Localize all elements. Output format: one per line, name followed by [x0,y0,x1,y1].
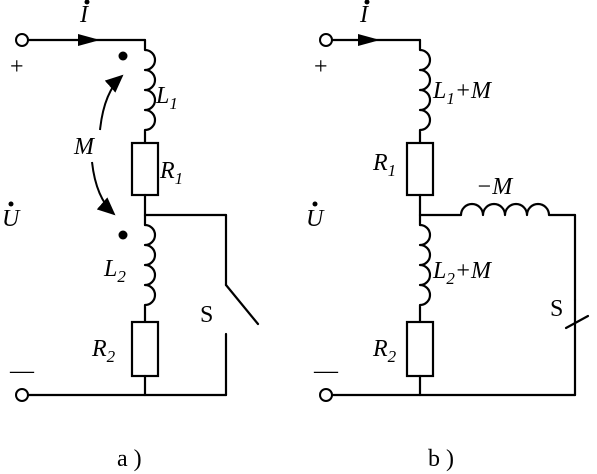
inductor-minus-m-b [418,202,577,217]
inductor-l2-label-a: L2 [103,256,126,286]
current-label-a: I [79,2,89,28]
current-phasor-dot-b [364,0,370,5]
inductor-l1m-b [418,38,432,145]
resistor-r2-b [405,320,435,378]
dot-l2-a [118,230,128,240]
switch-label-b: S [550,296,563,322]
caption-a: a ) [117,446,142,472]
plus-label-b: + [314,54,328,80]
resistor-r1-label-a: R1 [159,158,183,188]
switch-blade-a[interactable] [224,283,260,326]
diagram-b: I + — U L1+M R1 −M L2+M R2 S b ) [306,0,590,472]
minus-label-a: — [9,358,35,384]
inductor-l1m-label-b: L1+M [432,78,493,108]
inductor-l1-label-a: L1 [155,83,178,113]
minus-label-b: — [313,358,339,384]
inductor-l2-a [143,223,157,324]
terminal-bottom-b [319,388,333,402]
terminal-bottom-a [15,388,29,402]
current-arrow-b [358,34,380,46]
resistor-r2-label-b: R2 [372,336,397,366]
voltage-label-a: U [2,206,21,232]
terminal-top-a [15,33,29,47]
voltage-phasor-dot-b [312,201,318,207]
diagram-a: I + — U L1 R1 M L2 R2 S a ) [2,0,260,472]
inductor-l2m-b [418,223,432,324]
dot-l1-a [118,51,128,61]
voltage-phasor-dot-a [8,201,14,207]
switch-label-a: S [200,302,213,328]
branch-inductor-label-b: −M [476,174,514,200]
resistor-r2-label-a: R2 [91,336,116,366]
resistor-r1-label-b: R1 [372,150,396,180]
switch-closed-mark-b[interactable] [564,314,590,330]
resistor-r2-a [130,320,160,378]
inductor-l2m-label-b: L2+M [432,258,493,288]
current-arrow-a [78,34,100,46]
resistor-r1-a [130,141,160,197]
terminal-top-b [319,33,333,47]
current-phasor-dot-a [84,0,90,5]
caption-b: b ) [428,446,454,472]
voltage-label-b: U [306,206,325,232]
mutual-arrow-up-a [99,74,124,131]
inductor-l1-a [143,38,157,145]
mutual-label-a: M [73,134,96,160]
resistor-r1-b [405,141,435,197]
current-label-b: I [359,2,369,28]
plus-label-a: + [10,54,24,80]
mutual-arrow-down-a [91,161,116,216]
